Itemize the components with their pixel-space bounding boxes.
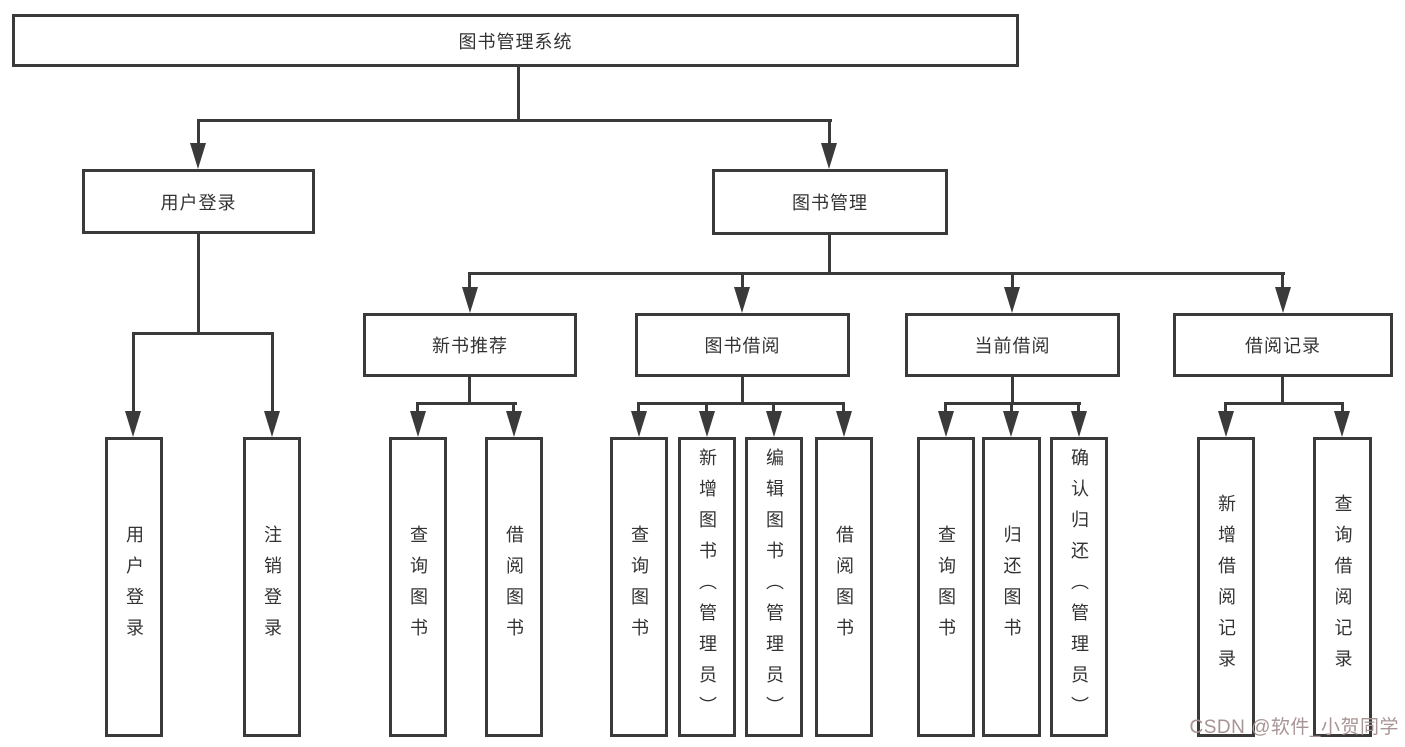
arrow-down (938, 411, 954, 437)
connector-g0-drop-2 (512, 402, 515, 411)
connector-g2-vline (1011, 377, 1014, 405)
connector-mgmt-hline (468, 272, 1285, 275)
connector-login-drop-2 (271, 332, 274, 411)
arrow-down (264, 411, 280, 437)
connector-login-vline (197, 233, 200, 335)
connector-g3-hline (1224, 402, 1344, 405)
leaf-label: 查询借阅记录 (1332, 494, 1353, 680)
leaf-label: 查询图书 (408, 525, 428, 649)
arrow-down (190, 143, 206, 169)
arrow-down (821, 143, 837, 169)
leaf-label: 新增借阅记录 (1216, 494, 1236, 680)
arrow-down (410, 411, 426, 437)
leaf-label: 编辑图书（管理员） (764, 447, 784, 727)
connector-g1-hline (637, 402, 845, 405)
arrow-down (699, 411, 715, 437)
arrow-down (1334, 411, 1350, 437)
current-borrow-node: 当前借阅 (905, 313, 1120, 377)
group-label: 当前借阅 (974, 336, 1051, 356)
arrow-down (1275, 287, 1291, 313)
connector-g2-drop-2 (1010, 402, 1013, 411)
connector-mgmt-drop-3 (1011, 272, 1014, 287)
leaf-node-confirm-return-admin: 确认归还（管理员） (1050, 437, 1108, 737)
arrow-down (766, 411, 782, 437)
book-borrow-node: 图书借阅 (635, 313, 850, 377)
leaf-node-add-borrow-record: 新增借阅记录 (1197, 437, 1255, 737)
connector-root-drop-left (197, 119, 200, 143)
leaf-label: 注销登录 (262, 525, 282, 649)
arrow-down (631, 411, 647, 437)
connector-mgmt-vline (828, 235, 831, 274)
leaf-label: 归还图书 (1001, 525, 1022, 649)
connector-g1-drop-2 (705, 402, 708, 411)
connector-root-hline (197, 119, 832, 122)
leaf-node-query-book-2: 查询图书 (610, 437, 668, 737)
connector-root-vline (517, 67, 520, 119)
leaf-node-query-book-3: 查询图书 (917, 437, 975, 737)
arrow-down (836, 411, 852, 437)
connector-g1-vline (741, 377, 744, 405)
root-node: 图书管理系统 (12, 14, 1019, 67)
root-node-label: 图书管理系统 (458, 31, 573, 52)
leaf-label: 新增图书（管理员） (697, 447, 717, 727)
leaf-label: 用户登录 (124, 525, 144, 649)
leaf-node-user-login: 用户登录 (105, 437, 163, 737)
arrow-down (1003, 411, 1019, 437)
connector-g3-drop-2 (1341, 402, 1344, 411)
arrow-down (125, 411, 141, 437)
connector-login-drop-1 (132, 332, 135, 411)
leaf-label: 查询图书 (936, 525, 956, 649)
connector-login-hline (132, 332, 274, 335)
leaf-label: 确认归还（管理员） (1069, 447, 1089, 727)
book-management-node: 图书管理 (712, 169, 948, 235)
connector-g3-drop-1 (1224, 402, 1227, 411)
connector-g3-vline (1281, 377, 1284, 405)
connector-g0-hline (416, 402, 517, 405)
arrow-down (1071, 411, 1087, 437)
leaf-node-add-book-admin: 新增图书（管理员） (678, 437, 736, 737)
group-label: 借阅记录 (1245, 336, 1321, 356)
connector-g2-drop-3 (1077, 402, 1080, 411)
user-login-node: 用户登录 (82, 169, 315, 234)
leaf-label: 查询图书 (629, 525, 649, 649)
connector-root-drop-right (828, 119, 831, 143)
borrow-record-node: 借阅记录 (1173, 313, 1393, 377)
group-label: 图书借阅 (704, 336, 781, 356)
leaf-node-edit-book-admin: 编辑图书（管理员） (745, 437, 803, 737)
leaf-label: 借阅图书 (834, 525, 854, 649)
leaf-node-query-borrow-record: 查询借阅记录 (1313, 437, 1372, 737)
user-login-node-label: 用户登录 (160, 192, 237, 213)
leaf-label: 借阅图书 (504, 525, 524, 649)
leaf-node-query-book-1: 查询图书 (389, 437, 447, 737)
leaf-node-borrow-book-1: 借阅图书 (485, 437, 543, 737)
new-book-recommend-node: 新书推荐 (363, 313, 577, 377)
connector-g1-drop-1 (637, 402, 640, 411)
leaf-node-logout: 注销登录 (243, 437, 301, 737)
connector-g2-drop-1 (944, 402, 947, 411)
connector-mgmt-drop-1 (468, 272, 471, 287)
arrow-down (506, 411, 522, 437)
leaf-node-return-book: 归还图书 (982, 437, 1041, 737)
connector-g0-drop-1 (416, 402, 419, 411)
csdn-watermark: CSDN @软件_小贺同学 (1189, 717, 1399, 738)
connector-mgmt-drop-2 (741, 272, 744, 287)
connector-g0-vline (468, 377, 471, 405)
arrow-down (462, 287, 478, 313)
leaf-node-borrow-book-2: 借阅图书 (815, 437, 873, 737)
book-management-node-label: 图书管理 (792, 193, 868, 213)
connector-g1-drop-4 (842, 402, 845, 411)
group-label: 新书推荐 (432, 336, 508, 356)
arrow-down (1218, 411, 1234, 437)
connector-g1-drop-3 (772, 402, 775, 411)
connector-mgmt-drop-4 (1281, 272, 1284, 287)
arrow-down (1004, 287, 1020, 313)
arrow-down (734, 287, 750, 313)
